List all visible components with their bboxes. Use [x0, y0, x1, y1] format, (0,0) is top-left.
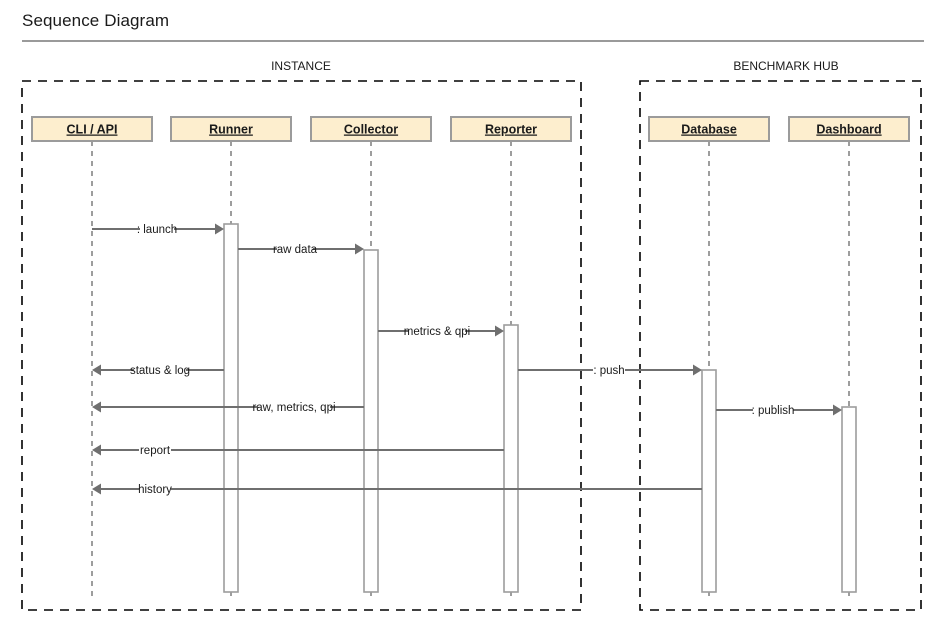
message-label-launch: : launch: [137, 224, 177, 236]
message-publish: : publish: [716, 404, 842, 417]
database-activation: [701, 369, 717, 593]
actor-box-runner[interactable]: [170, 116, 292, 142]
message-label-metrics-qpi: metrics & qpi: [404, 326, 470, 338]
frame-benchmark-hub: [639, 80, 922, 611]
message-raw-metrics-qpi: raw, metrics, qpi: [92, 401, 364, 414]
title-divider: [22, 40, 924, 42]
collector-activation: [363, 249, 379, 593]
reporter-activation: [503, 324, 519, 593]
message-status-log: status & log: [92, 364, 224, 377]
actor-label-runner: Runner: [209, 123, 253, 137]
actor-label-dashboard: Dashboard: [816, 123, 881, 137]
message-label-report: report: [140, 445, 171, 457]
actor-box-cli-api[interactable]: [31, 116, 153, 142]
message-metrics-qpi: metrics & qpi: [378, 325, 504, 338]
message-label-history: history: [138, 484, 172, 496]
message-label-push: : push: [593, 365, 624, 377]
actors-layer: CLI / API Runner Collector Reporter Database…: [31, 116, 910, 142]
frame-instance: [21, 80, 582, 611]
message-history: history: [92, 483, 702, 496]
actor-box-reporter[interactable]: [450, 116, 572, 142]
message-launch: : launch: [92, 223, 224, 236]
actor-collector[interactable]: Collector: [310, 116, 432, 142]
messages-layer: : launch raw data metrics & qpi status & lo…: [92, 223, 842, 496]
frames-layer: INSTANCE BENCHMARK HUB: [21, 59, 922, 611]
actor-database[interactable]: Database: [648, 116, 770, 142]
message-label-publish: : publish: [752, 405, 795, 417]
message-label-raw-data: raw data: [273, 244, 318, 256]
actor-cli-api[interactable]: CLI / API: [31, 116, 153, 142]
actor-box-dashboard[interactable]: [788, 116, 910, 142]
actor-label-cli-api: CLI / API: [67, 123, 118, 137]
message-report: report: [92, 444, 504, 457]
frame-label-instance: INSTANCE: [271, 59, 331, 73]
actor-runner[interactable]: Runner: [170, 116, 292, 142]
actor-label-reporter: Reporter: [485, 123, 537, 137]
frame-label-benchmark-hub: BENCHMARK HUB: [733, 59, 838, 73]
message-push: : push: [518, 364, 702, 377]
message-label-raw-metrics-qpi: raw, metrics, qpi: [252, 402, 335, 414]
actor-box-database[interactable]: [648, 116, 770, 142]
actor-dashboard[interactable]: Dashboard: [788, 116, 910, 142]
actor-reporter[interactable]: Reporter: [450, 116, 572, 142]
message-label-status-log: status & log: [130, 365, 190, 377]
actor-label-database: Database: [681, 123, 737, 137]
message-raw-data: raw data: [238, 243, 364, 256]
dashboard-activation: [841, 406, 857, 593]
page-title: Sequence Diagram: [22, 11, 170, 30]
actor-box-collector[interactable]: [310, 116, 432, 142]
actor-label-collector: Collector: [344, 123, 398, 137]
